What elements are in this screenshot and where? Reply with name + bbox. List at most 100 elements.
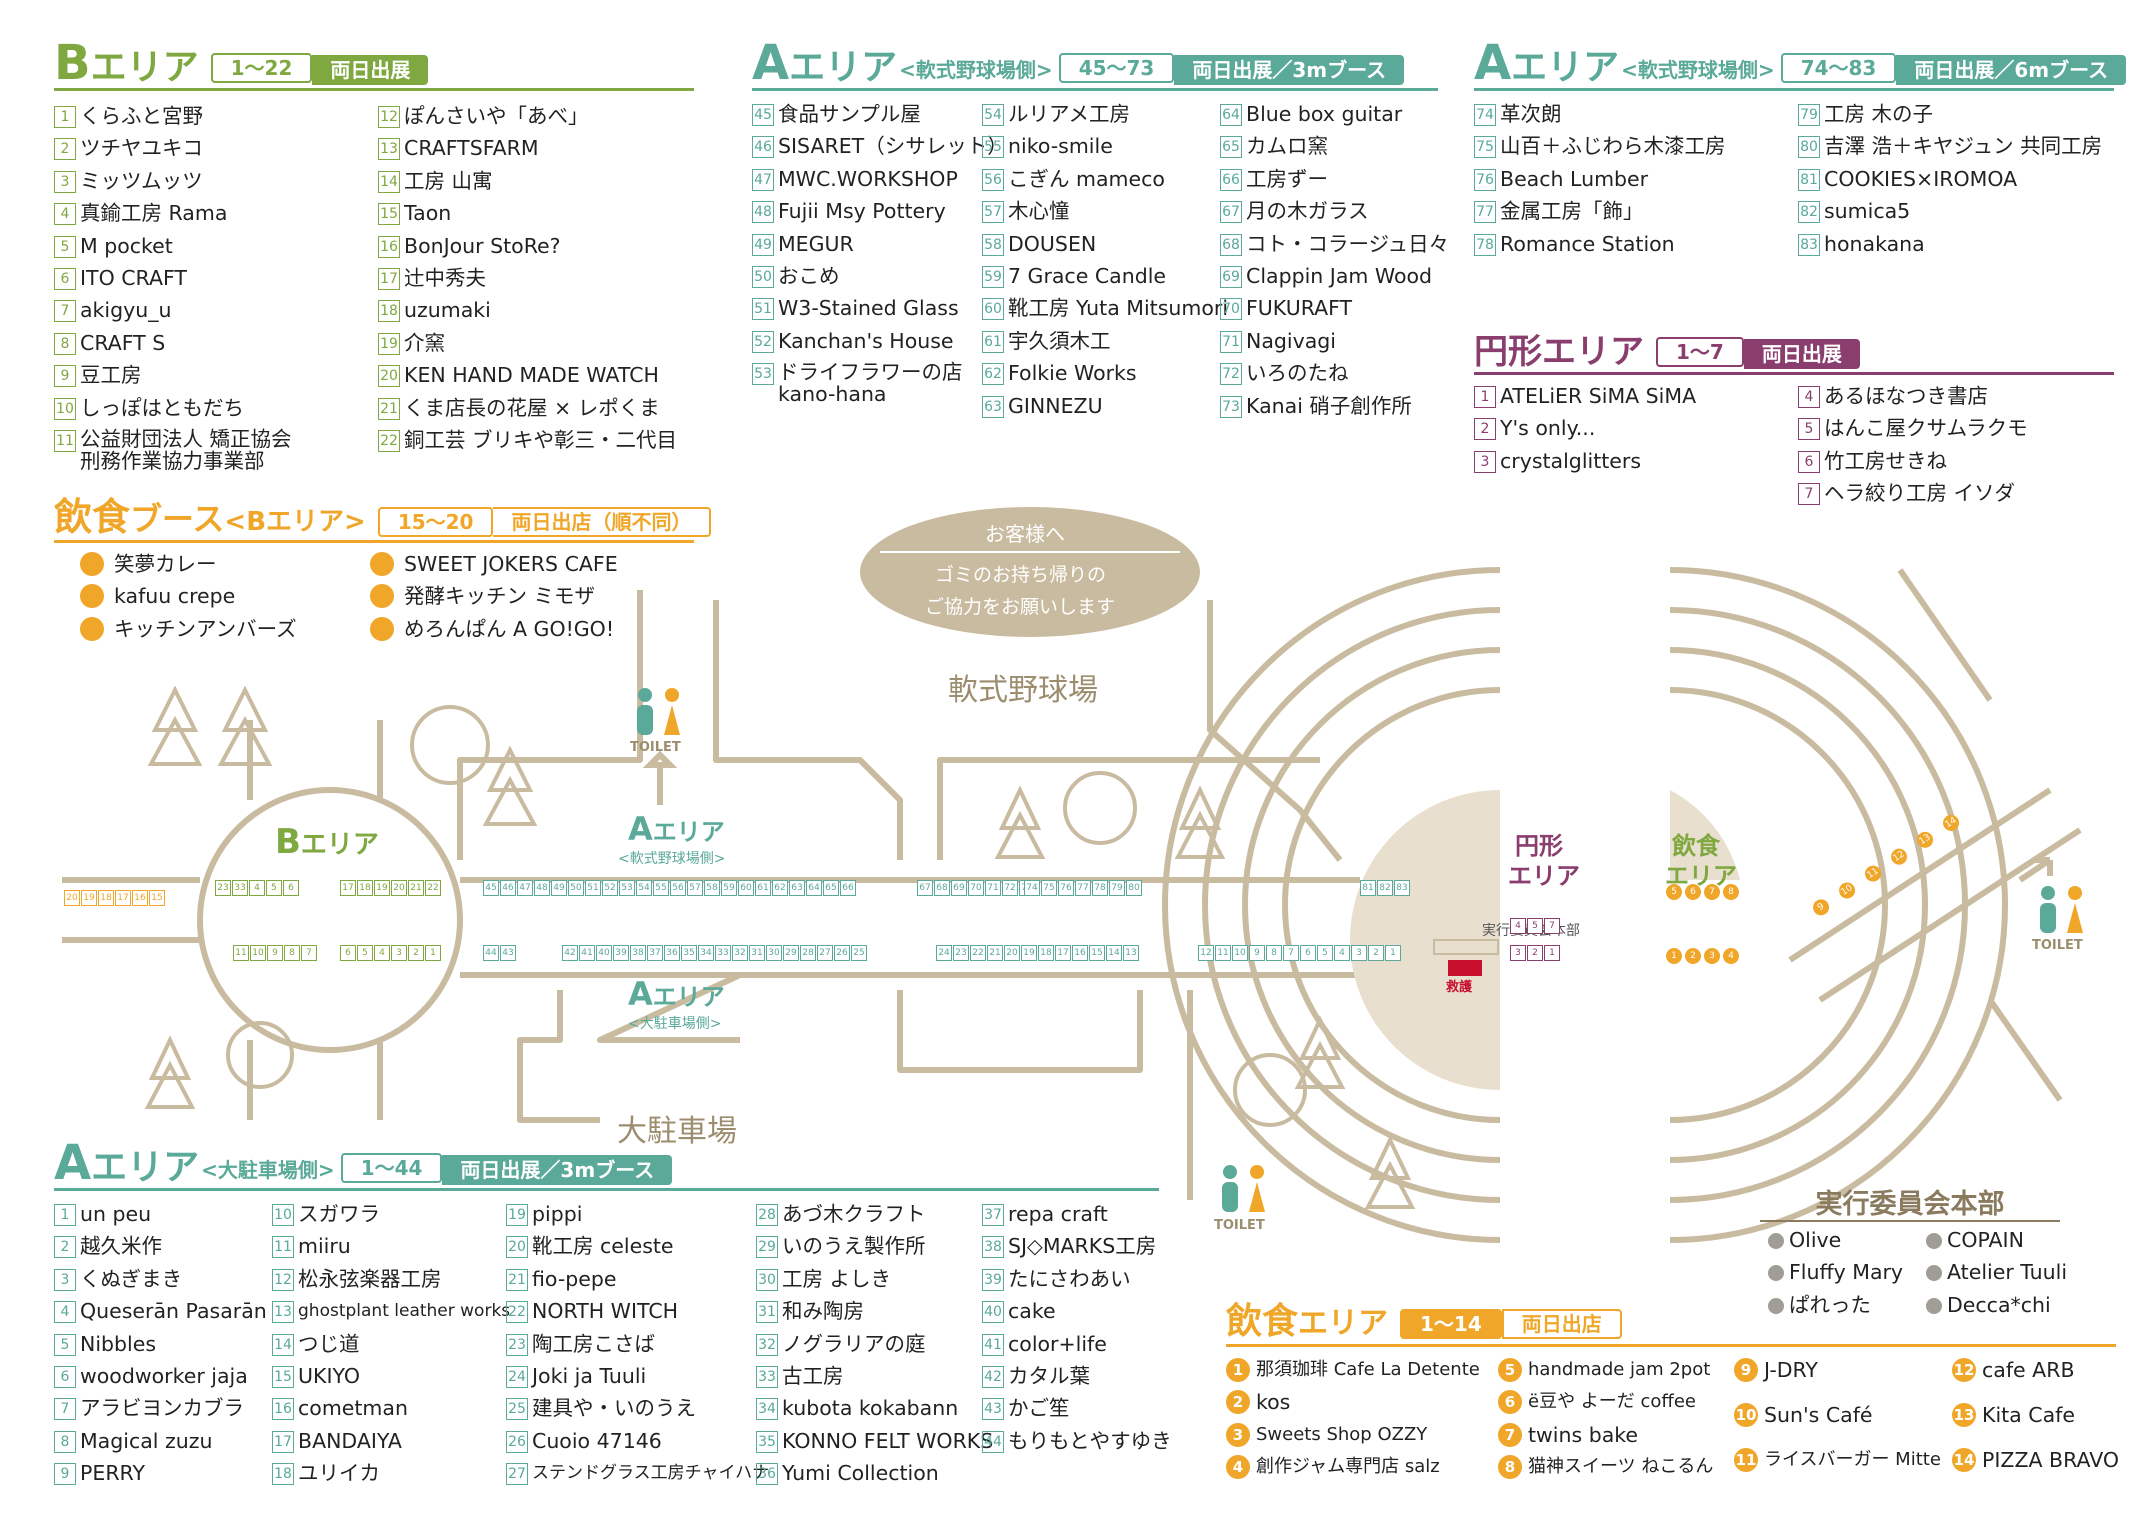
booth-number: 79 [1109,880,1125,896]
map-roads [62,567,2082,1243]
booth-number: 2 [1368,945,1384,961]
map-a-baseball-sub: <軟式野球場側> [618,851,726,867]
food-b-range: 15～20 [377,507,494,537]
booth-number: 48 [534,880,550,896]
tree-icon [1063,771,1137,845]
booth-number: 31 [749,945,765,961]
a-parking-header: Aエリア <大駐車場側> 1～44 両日出展／3mブース [54,1139,673,1187]
a-baseball-2-tag: 両日出展／6mブース [1896,55,2127,85]
booth-number: 1 [1544,945,1560,961]
a-parking-tag: 両日出展／3mブース [442,1155,673,1185]
list-item: kafuu crepe [80,584,297,616]
booth-number: 63 [789,880,805,896]
booth-number: 9 [267,945,283,961]
a-baseball-1-sub: <軟式野球場側> [899,58,1053,82]
booth-number: 16 [1072,945,1088,961]
booth-number: 55 [653,880,669,896]
map-a-baseball-label: Aエリア [628,810,725,848]
booth-number: 11 [233,945,249,961]
booth-number: 45 [483,880,499,896]
tree-icon [410,705,490,785]
booth-number: 39 [613,945,629,961]
booth-number: 10 [1232,945,1248,961]
a-baseball-1-header: Aエリア <軟式野球場側> 45～73 両日出展／3mブース [752,39,1405,87]
booth-number: 20 [391,880,407,896]
booth-number: 5 [357,945,373,961]
a-baseball-2-header: Aエリア <軟式野球場側> 74～83 両日出展／6mブース [1474,39,2127,87]
booth-number: 8 [1723,884,1739,900]
booth-number: 70 [968,880,984,896]
tree-icon [1233,1053,1307,1127]
booth-number: 7 [1544,918,1560,934]
booth-number: 5 [266,880,282,896]
booth-number: 56 [670,880,686,896]
toilet-label-3: TOILET [2032,938,2083,953]
booth-number: 42 [562,945,578,961]
a-parking-title-letter: A [54,1135,92,1191]
food-area-tag: 両日出店 [1501,1309,1622,1339]
food-area-fill [1670,790,1740,880]
booth-number: 19 [374,880,390,896]
booth-number: 77 [1075,880,1091,896]
booth-number: 71 [985,880,1001,896]
food-area-range: 1～14 [1400,1309,1502,1339]
booth-number: 7 [1704,884,1720,900]
b-area-title-letter: B [54,35,91,91]
booth-number: 7 [1283,945,1299,961]
booth-number: 29 [783,945,799,961]
map-food-label-1: 飲食 [1672,832,1720,860]
pine-tree-icon [1174,785,1226,859]
booth-number: 3 [1351,945,1367,961]
booth-number: 40 [596,945,612,961]
list-item: Atelier Tuuli [1926,1260,2067,1292]
booth-number: 3 [1704,948,1720,964]
booth-number: 25 [851,945,867,961]
booth-number: 54 [636,880,652,896]
committee-title: 実行委員会本部 [1815,1189,2005,1220]
food-b-header: 飲食ブース<Bエリア> 15～20 両日出店（順不同） [54,496,712,540]
booth-number: 17 [1055,945,1071,961]
booth-number: 59 [721,880,737,896]
booth-number: 4 [249,880,265,896]
booth-number: 7 [301,945,317,961]
booth-number: 34 [698,945,714,961]
